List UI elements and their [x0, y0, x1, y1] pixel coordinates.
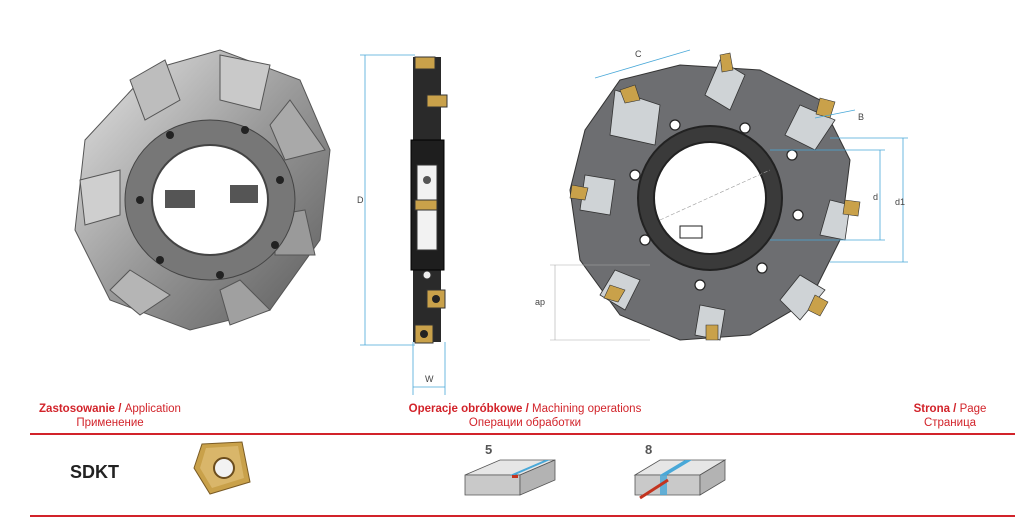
application-label-en: Application: [124, 403, 181, 415]
page-label-en: Page: [959, 403, 987, 415]
operations-label-pl: Operacje obróbkowe: [408, 403, 523, 415]
operation-8: 8: [633, 442, 727, 500]
operation-5-number: 5: [485, 442, 492, 457]
page-sep: /: [949, 403, 960, 415]
dim-D-label: D: [357, 195, 364, 205]
application-label-ru: Применение: [76, 417, 144, 429]
page-label-ru: Страница: [923, 417, 977, 429]
bottom-divider: [30, 515, 1015, 517]
page-label-pl: Strona: [913, 403, 950, 415]
insert-image: [193, 441, 251, 495]
header-operations: Operacje obróbkowe / Machining operation…: [385, 402, 665, 430]
header-page: Strona / Page Страница: [895, 402, 1005, 430]
operation-5: 5: [464, 442, 556, 496]
header-application: Zastosowanie / Application Применение: [20, 402, 200, 430]
operation-8-number: 8: [645, 442, 652, 457]
dim-W-label: W: [425, 374, 434, 384]
dim-d-label: d: [873, 192, 878, 202]
application-sep: /: [115, 403, 125, 415]
insert-code: SDKT: [70, 462, 119, 482]
dim-B-label: B: [858, 112, 864, 122]
operations-sep: /: [522, 403, 533, 415]
operations-label-ru: Операции обработки: [468, 417, 582, 429]
application-label-pl: Zastosowanie: [39, 403, 116, 415]
header-divider: [30, 433, 1015, 435]
dim-C-label: C: [635, 49, 642, 59]
operations-label-en: Machining operations: [532, 403, 642, 415]
side-view-drawing: D W: [357, 54, 448, 395]
cutter-photo: [74, 49, 331, 331]
dim-ap-label: ap: [535, 297, 545, 307]
dim-d1-label: d1: [895, 197, 905, 207]
front-view-drawing: C B d d1 ap: [535, 49, 908, 341]
